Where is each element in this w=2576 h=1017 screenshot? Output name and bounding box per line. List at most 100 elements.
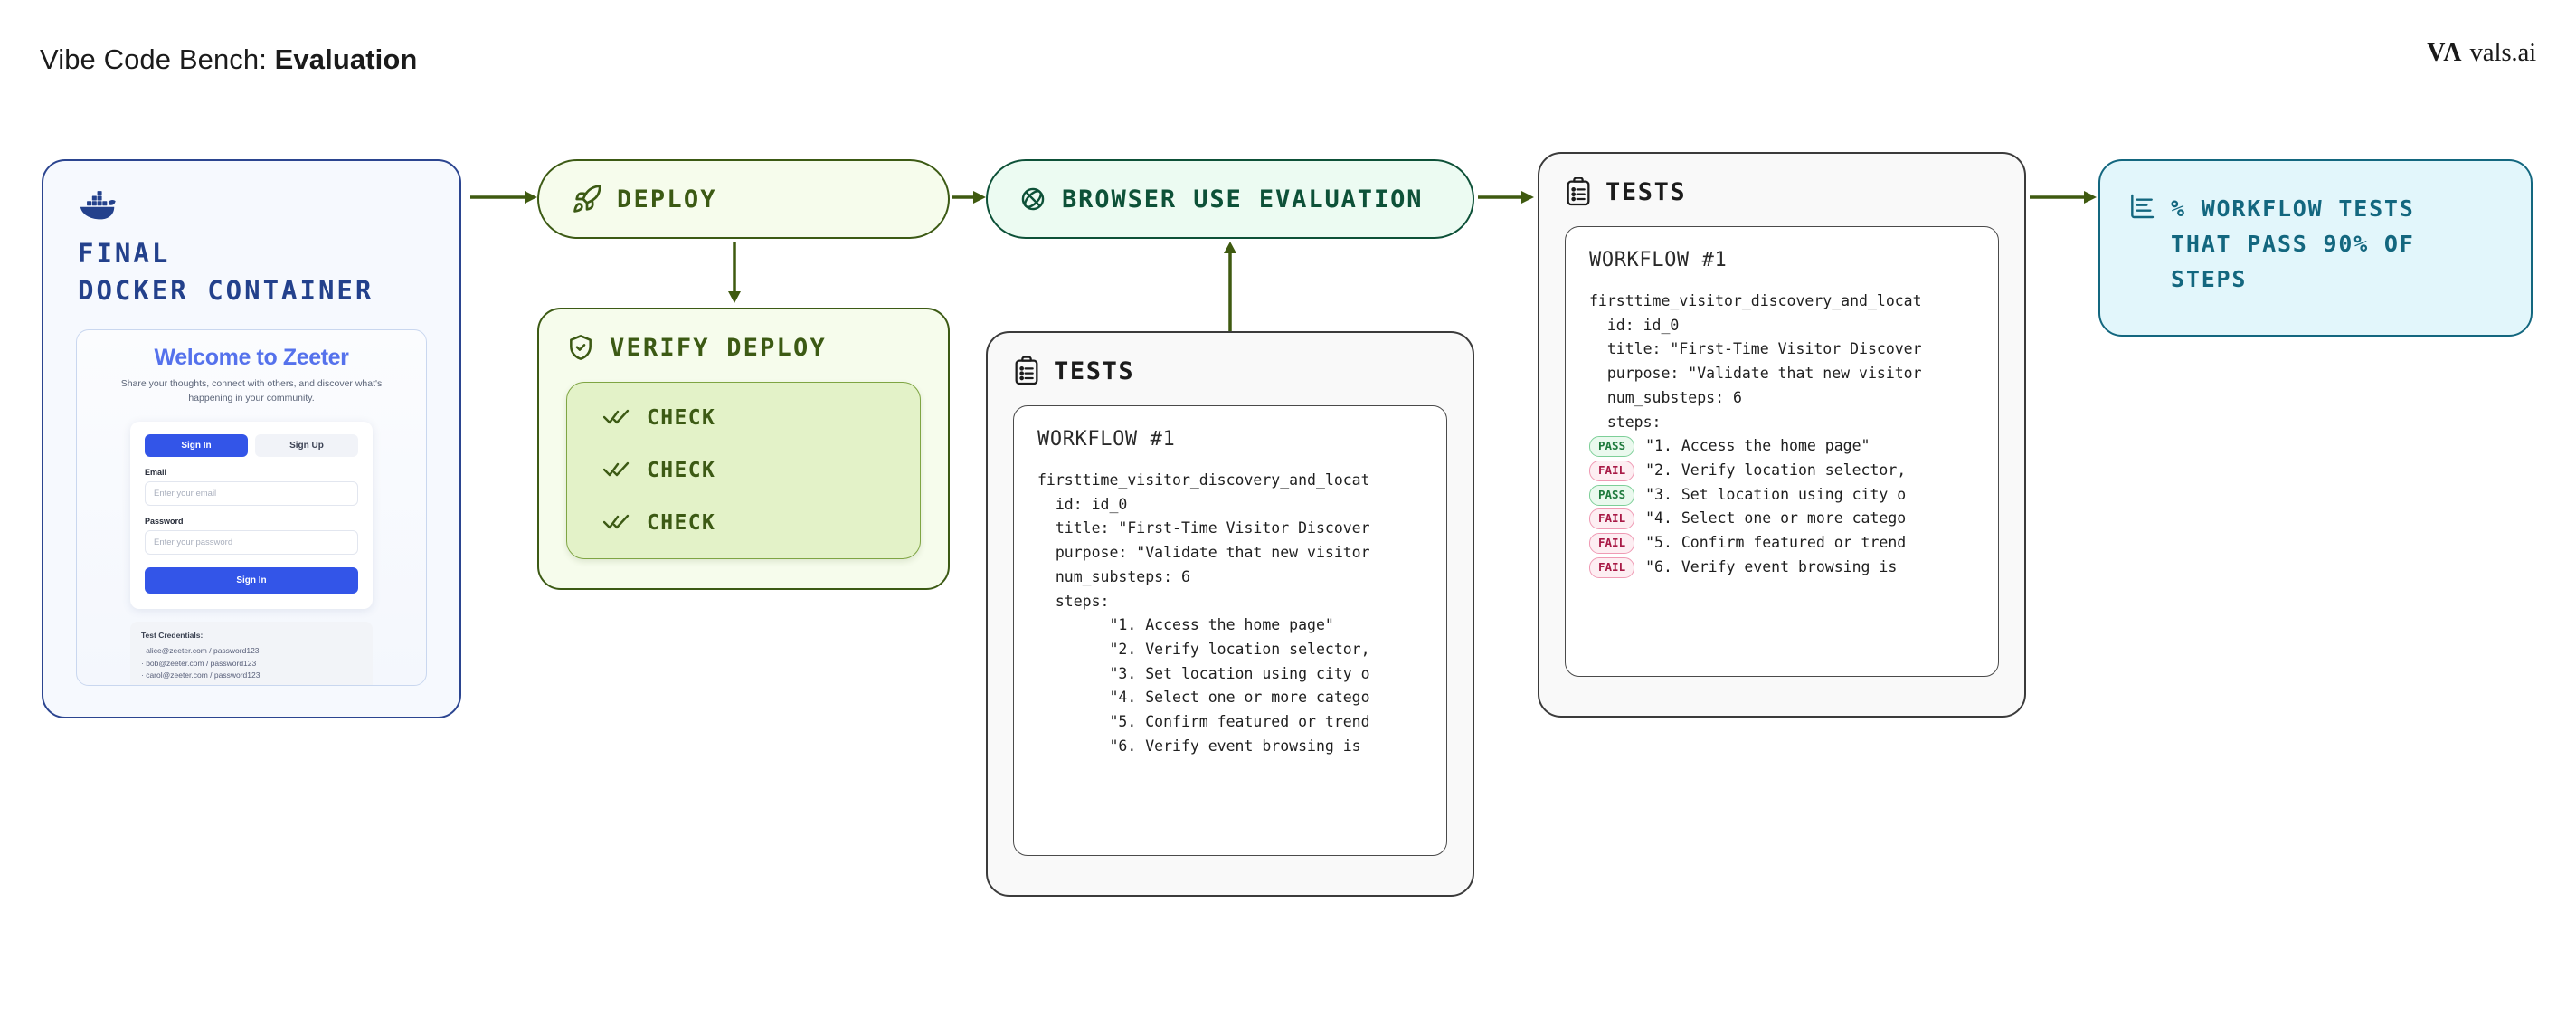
tests-card-upper: TESTS WORKFLOW #1 firsttime_visitor_disc… [1538,152,2026,718]
clipboard-list-icon [1015,356,1038,385]
tab-sign-up[interactable]: Sign Up [255,433,358,457]
deploy-label: DEPLOY [617,185,717,214]
rocket-icon [573,185,601,213]
password-field[interactable]: Enter your password [145,529,358,555]
metric-line-3: STEPS [2171,265,2248,292]
workflow-name: firsttime_visitor_discovery_and_locat [1589,292,1922,309]
workflow-step: "2. Verify location selector, [1645,461,1907,480]
double-check-icon [603,461,630,477]
tests-header: TESTS [1013,356,1447,385]
vals-logo-text: vals.ai [2469,38,2537,67]
workflow-step: "4. Select one or more catego [1037,689,1370,707]
arrow-browser-use-to-tests [1478,191,1534,204]
workflow-step-row: PASS "3. Set location using city o [1589,483,1998,508]
workflow-line: steps: [1589,413,1662,431]
workflow-results-panel: WORKFLOW #1 firsttime_visitor_discovery_… [1565,226,1999,677]
arrow-deploy-to-verify [728,242,741,303]
arrow-tests-to-browser-use [1224,242,1236,331]
workflow-line: id: id_0 [1589,316,1680,334]
workflow-step: "1. Access the home page" [1645,437,1870,455]
workflow-line: purpose: "Validate that new visitor [1037,544,1370,562]
metric-label: % WORKFLOW TESTS THAT PASS 90% OF STEPS [2171,192,2415,297]
brand-logo: VΛ vals.ai [2427,38,2536,68]
shield-check-icon [570,335,592,360]
credential-item: · carol@zeeter.com / password123 [141,670,260,680]
check-row: CHECK [603,406,920,430]
zeeter-auth-form: Sign In Sign Up Email Enter your email P… [130,421,373,609]
test-credentials-panel: Test Credentials: · alice@zeeter.com / p… [130,621,373,686]
tests-title: TESTS [1054,356,1135,385]
docker-title-line1: FINAL [78,238,171,269]
double-check-icon [603,514,630,529]
workflow-step: "6. Verify event browsing is [1037,737,1361,755]
workflow-title: WORKFLOW #1 [1037,428,1176,451]
workflow-title: WORKFLOW #1 [1589,249,1728,271]
workflow-code-panel: WORKFLOW #1 firsttime_visitor_discovery_… [1013,405,1447,856]
workflow-line: steps: [1037,592,1110,610]
workflow-step-row: FAIL "2. Verify location selector, [1589,459,1998,483]
bar-chart-icon [2131,194,2155,219]
verify-deploy-node: VERIFY DEPLOY CHECK CHECK CHECK [537,308,950,590]
workflow-step: "2. Verify location selector, [1037,641,1370,659]
workflow-line: purpose: "Validate that new visitor [1589,365,1922,383]
check-label: CHECK [647,459,716,482]
verify-deploy-label: VERIFY DEPLOY [610,333,827,362]
zeeter-auth-tabs: Sign In Sign Up [145,433,358,457]
sign-in-button[interactable]: Sign In [145,566,358,594]
workflow-step: "6. Verify event browsing is [1645,557,1898,575]
browser-use-evaluation-label: BROWSER USE EVALUATION [1062,185,1424,214]
check-label: CHECK [647,511,716,535]
verify-checks-panel: CHECK CHECK CHECK [566,382,921,559]
arrow-tests-to-metric [2030,191,2097,204]
status-badge: FAIL [1589,533,1635,554]
workflow-step: "4. Select one or more catego [1645,509,1907,528]
clipboard-list-icon [1567,177,1590,206]
docker-title-line2: DOCKER CONTAINER [78,275,374,307]
workflow-step: "3. Set location using city o [1645,485,1907,503]
credential-item: · alice@zeeter.com / password123 [141,645,260,655]
workflow-step-row: FAIL "6. Verify event browsing is [1589,556,1998,580]
password-label: Password [145,516,184,526]
tests-card-lower: TESTS WORKFLOW #1 firsttime_visitor_disc… [986,331,1474,897]
workflow-step-row: FAIL "5. Confirm featured or trend [1589,531,1998,556]
double-check-icon [603,409,630,424]
page-title-prefix: Vibe Code Bench: [40,43,275,75]
tests-title: TESTS [1605,177,1687,206]
workflow-line: id: id_0 [1037,495,1128,513]
browser-use-evaluation-node: BROWSER USE EVALUATION [986,159,1474,239]
email-label: Email [145,467,167,477]
metric-line-1: % WORKFLOW TESTS [2171,195,2415,222]
arrow-docker-to-deploy [470,191,537,204]
workflow-step-row: FAIL "4. Select one or more catego [1589,507,1998,531]
vals-logo-mark: VΛ [2427,38,2461,67]
workflow-line: num_substeps: 6 [1037,567,1190,585]
status-badge: FAIL [1589,508,1635,530]
tests-header: TESTS [1565,177,1999,206]
page-title: Vibe Code Bench: Evaluation [40,43,417,76]
status-badge: FAIL [1589,556,1635,578]
workflow-step: "1. Access the home page" [1037,616,1334,634]
workflow-step: "5. Confirm featured or trend [1037,713,1370,731]
metric-line-2: THAT PASS 90% OF [2171,230,2415,257]
test-credentials-title: Test Credentials: [141,630,204,640]
docker-card-title: FINAL DOCKER CONTAINER [78,235,436,309]
credential-item: · bob@zeeter.com / password123 [141,658,257,668]
workflow-step-row: PASS "1. Access the home page" [1589,434,1998,459]
status-badge: FAIL [1589,460,1635,481]
check-row: CHECK [603,459,920,482]
page-title-emphasis: Evaluation [274,43,418,75]
zeeter-heading: Welcome to Zeeter [154,345,349,371]
email-field[interactable]: Enter your email [145,480,358,506]
tab-sign-in[interactable]: Sign In [145,433,248,457]
workflow-pass-metric-node: % WORKFLOW TESTS THAT PASS 90% OF STEPS [2098,159,2533,337]
workflow-line: title: "First-Time Visitor Discover [1589,340,1922,358]
status-badge: PASS [1589,484,1635,506]
arrow-deploy-to-browser-use [952,191,986,204]
status-badge: PASS [1589,436,1635,458]
workflow-line: num_substeps: 6 [1589,388,1742,406]
zeeter-subheading: Share your thoughts, connect with others… [120,378,383,404]
deploy-node: DEPLOY [537,159,950,239]
zeeter-app-preview: Welcome to Zeeter Share your thoughts, c… [76,329,427,687]
docker-whale-icon [80,191,116,220]
